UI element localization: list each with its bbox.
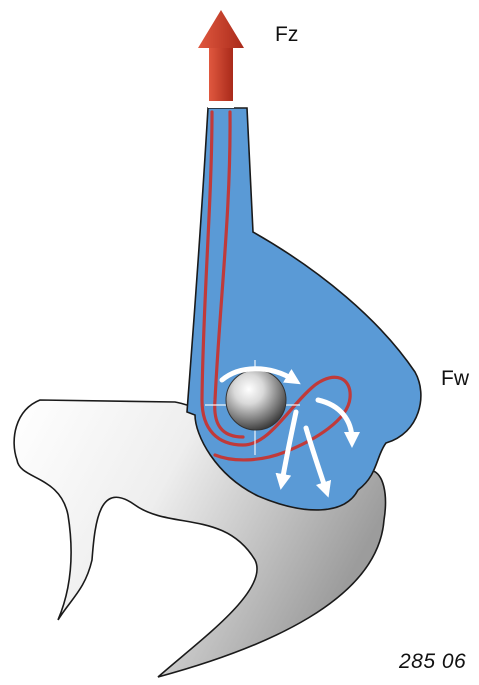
force-label-fw: Fw	[441, 367, 469, 391]
force-arrow-fz	[198, 10, 244, 108]
force-label-fz: Fz	[275, 23, 298, 47]
ball-icon	[226, 370, 286, 430]
figure-number: 285 06	[399, 650, 466, 674]
